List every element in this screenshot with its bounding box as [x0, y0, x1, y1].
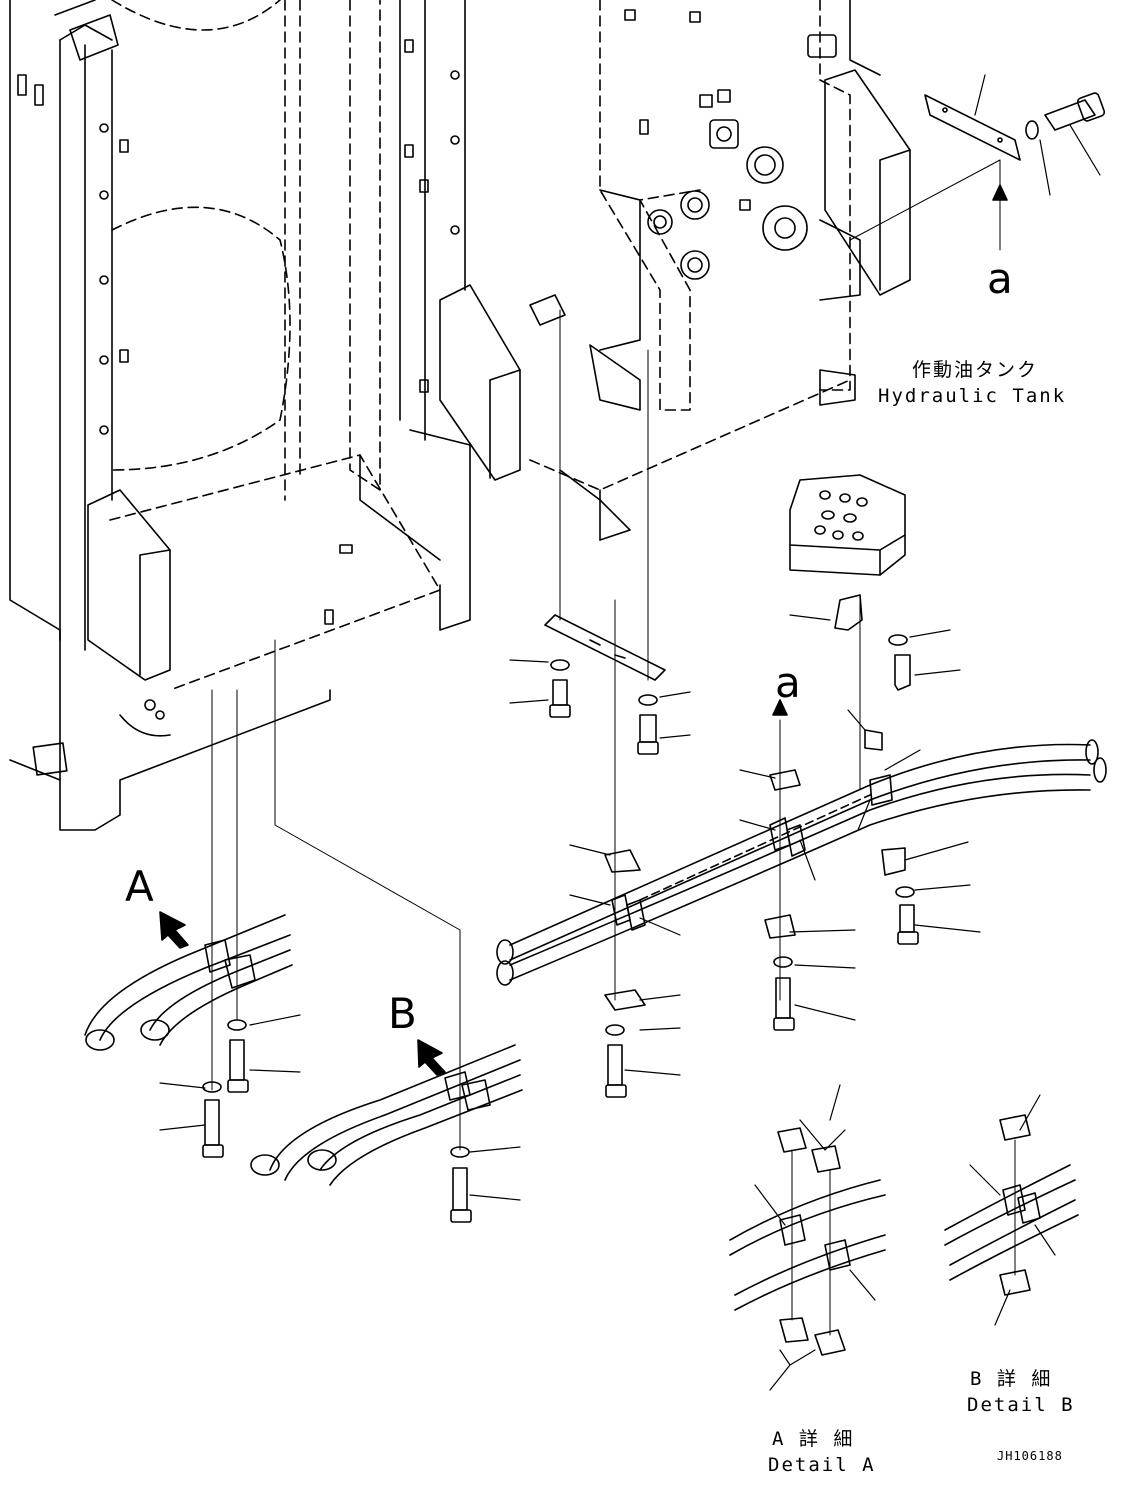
detail-a-view [729, 1084, 886, 1391]
top-bracket-bolt [849, 74, 1106, 251]
middle-bracket [509, 309, 691, 1001]
valve-block [789, 474, 961, 791]
hose-assembly-b [250, 1039, 523, 1223]
detail-a-title-jp: A 詳 細 [772, 1428, 855, 1450]
detail-b-title-jp: B 詳 細 [970, 1368, 1053, 1390]
detail-b-view [944, 1094, 1079, 1326]
callout-a-top: a [987, 254, 1013, 303]
detail-a-title-en: Detail A [768, 1454, 876, 1476]
tank-label-en: Hydraulic Tank [878, 385, 1067, 407]
tank-label-jp: 作動油タンク [912, 359, 1039, 381]
left-frame-assembly [9, 0, 521, 831]
hydraulic-tank [529, 0, 911, 541]
drawing-code: JH106188 [997, 1449, 1063, 1463]
detail-b-title-en: Detail B [967, 1394, 1075, 1416]
view-a-arrow-label: A [125, 862, 154, 911]
long-hose-pair [496, 699, 1107, 1098]
view-b-arrow-label: B [388, 989, 417, 1038]
callout-a-middle: a [775, 658, 801, 707]
hose-assembly-a [84, 639, 461, 1158]
